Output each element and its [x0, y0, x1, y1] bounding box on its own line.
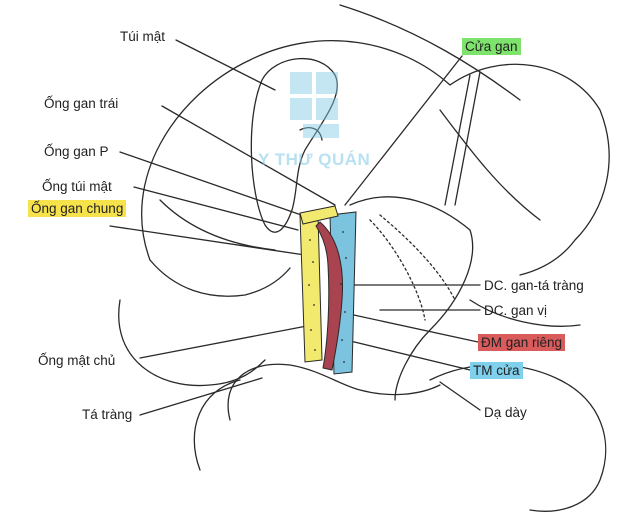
label-ong-mat-chu: Ống mật chủ — [38, 353, 116, 368]
label-da-day: Dạ dày — [484, 405, 527, 420]
duct-stipple — [308, 231, 347, 363]
liver-outline — [141, 40, 610, 276]
pointer-cua-gan — [344, 55, 463, 206]
label-tm-cua: TM cửa — [470, 362, 523, 379]
pointer-ong-gan-trai — [161, 105, 336, 206]
pointer-tm-cua — [337, 337, 471, 371]
label-ong-gan-chung: Ống gan chung — [28, 200, 127, 217]
watermark-text: Y THƯ QUÁN — [258, 150, 371, 169]
pointer-ong-gan-chung — [109, 225, 306, 256]
pointer-tui-mat — [175, 39, 276, 91]
hepatic-artery — [315, 221, 344, 371]
lesser-omentum-outline — [349, 196, 474, 401]
gallbladder-outline — [250, 57, 338, 233]
label-ong-tui-mat: Ống túi mật — [42, 179, 112, 194]
label-ong-gan-trai: Ống gan trái — [44, 96, 119, 111]
label-cua-gan: Cửa gan — [462, 38, 521, 55]
cystic-junction — [299, 205, 339, 225]
label-dc-gan-vi: DC. gan vị — [484, 303, 548, 318]
pointer-da-day — [439, 381, 481, 411]
label-tui-mat: Túi mật — [120, 29, 166, 44]
label-dc-gan-ta-trang: DC. gan-tá tràng — [484, 278, 584, 293]
pointer-dm-gan-rieng — [339, 311, 479, 343]
pointer-ong-gan-p — [119, 151, 311, 219]
pointer-ta-trang — [139, 377, 263, 416]
stomach-outline — [429, 364, 607, 512]
watermark-logo — [290, 72, 339, 138]
bile-duct — [299, 214, 323, 363]
pointer-ong-mat-chu — [139, 324, 313, 359]
label-dm-gan-rieng: ĐM gan riêng — [478, 334, 566, 351]
label-ong-gan-p: Ống gan P — [44, 144, 109, 159]
pointer-ong-tui-mat — [133, 186, 299, 231]
liver-lower-edge — [149, 259, 291, 297]
label-ta-trang: Tá tràng — [82, 407, 133, 422]
